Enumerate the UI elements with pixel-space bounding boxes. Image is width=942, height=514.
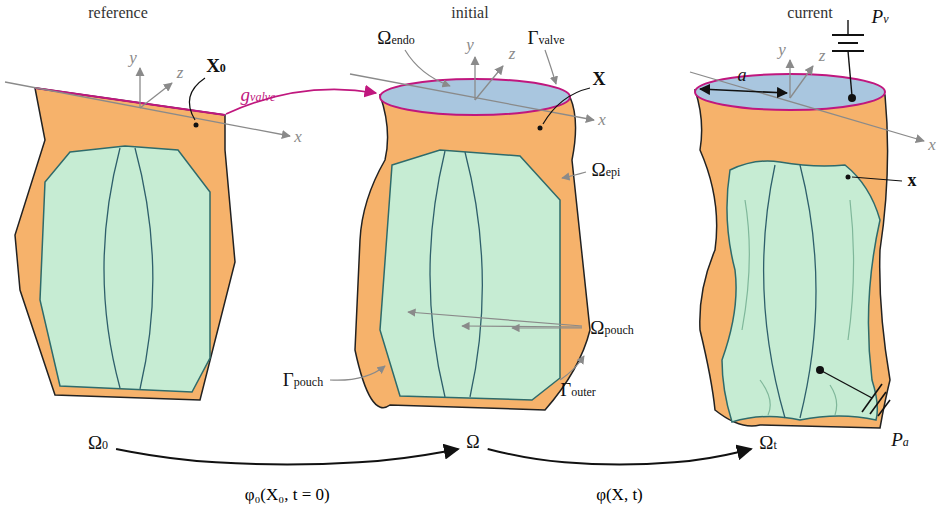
axis-label: x bbox=[598, 111, 606, 130]
axis-label: z bbox=[177, 64, 184, 83]
part-label: a bbox=[738, 66, 747, 86]
epi-region bbox=[355, 95, 590, 410]
part-label: Pv bbox=[872, 7, 889, 28]
axis-label: x bbox=[294, 128, 302, 147]
domain-symbol: Ω bbox=[462, 431, 483, 455]
valve-edge bbox=[35, 88, 225, 115]
mapping-label: φ(X, t) bbox=[596, 485, 643, 505]
initial-heart bbox=[330, 50, 594, 410]
current-heart bbox=[690, 20, 924, 428]
part-label: Ωpouch bbox=[590, 318, 633, 339]
x-axis bbox=[690, 72, 924, 141]
pouch-seam bbox=[465, 152, 482, 397]
panel-heading: initial bbox=[451, 4, 488, 22]
pouch-seam bbox=[764, 165, 785, 418]
leader-line bbox=[562, 172, 586, 178]
axis-label: y bbox=[466, 36, 474, 55]
axis-label: y bbox=[778, 41, 786, 60]
leader-line bbox=[512, 327, 582, 328]
domain-label: Ω bbox=[466, 433, 479, 453]
part-label: Γouter bbox=[560, 380, 596, 401]
axis-label: x bbox=[928, 136, 936, 155]
point-dot bbox=[846, 175, 851, 180]
domain-label: Ω0 bbox=[88, 433, 108, 454]
z-axis bbox=[140, 83, 172, 108]
z-axis bbox=[475, 66, 503, 100]
pressure-node bbox=[848, 94, 856, 102]
part-label: X0 bbox=[206, 56, 226, 77]
epi-region bbox=[695, 90, 890, 428]
y-axis bbox=[139, 68, 140, 108]
part-label: Ωepi bbox=[592, 160, 621, 181]
pouch-region bbox=[40, 146, 210, 392]
domain-symbol: Ωt bbox=[755, 431, 780, 456]
ground-symbol bbox=[870, 392, 886, 414]
leader-line bbox=[189, 78, 205, 120]
leader-line bbox=[330, 366, 385, 380]
leader-line bbox=[405, 50, 450, 86]
epi-region bbox=[15, 88, 235, 400]
mapping-arrow bbox=[116, 449, 458, 464]
ground-symbol bbox=[878, 400, 890, 416]
y-axis bbox=[789, 60, 790, 98]
pouch-seam bbox=[104, 148, 120, 388]
leader-line bbox=[462, 326, 582, 327]
battery-plate bbox=[838, 42, 858, 44]
pressure-wire bbox=[848, 51, 852, 96]
axis-label: z bbox=[819, 47, 826, 66]
part-label: X bbox=[593, 70, 606, 90]
pouch-seam bbox=[430, 151, 445, 397]
ground-wire bbox=[820, 370, 872, 398]
battery-plate bbox=[832, 34, 864, 36]
reference-heart bbox=[5, 68, 376, 400]
pouch-region bbox=[380, 150, 560, 400]
leader-line bbox=[560, 356, 584, 380]
z-axis bbox=[790, 66, 813, 98]
leader-line bbox=[852, 177, 902, 181]
part-label: gvalve bbox=[241, 85, 276, 106]
panel-heading: current bbox=[787, 4, 832, 22]
part-label: Pa bbox=[891, 430, 909, 451]
radius-dimension bbox=[700, 89, 787, 93]
pouch-seam bbox=[135, 148, 153, 389]
pouch-region bbox=[722, 161, 880, 422]
leader-line bbox=[543, 88, 590, 124]
domain-label: Ωt bbox=[759, 433, 776, 454]
part-label: Ωendo bbox=[377, 28, 414, 49]
mapping-label: φ₀(X₀, t = 0) bbox=[245, 485, 330, 505]
panel-heading: reference bbox=[88, 4, 148, 22]
part-label: x bbox=[908, 171, 917, 191]
x-axis bbox=[5, 82, 290, 136]
point-dot bbox=[538, 126, 543, 131]
battery-wire bbox=[847, 20, 848, 35]
x-axis bbox=[350, 74, 594, 120]
ground-symbol bbox=[862, 384, 882, 412]
part-label: Γpouch bbox=[283, 370, 323, 391]
axis-label: z bbox=[509, 45, 516, 64]
mapping-arrow bbox=[488, 449, 752, 464]
part-label: Γvalve bbox=[528, 28, 565, 49]
wrinkle bbox=[742, 200, 854, 415]
y-axis bbox=[474, 57, 475, 100]
domain-symbol: Ω0 bbox=[84, 431, 112, 456]
leader-line bbox=[545, 50, 556, 84]
leader-line bbox=[408, 312, 582, 326]
pouch-seam bbox=[800, 165, 816, 418]
axis-label: y bbox=[129, 49, 137, 68]
point-dot bbox=[194, 123, 199, 128]
